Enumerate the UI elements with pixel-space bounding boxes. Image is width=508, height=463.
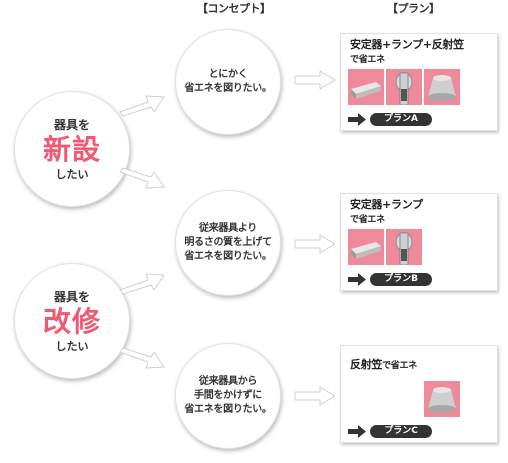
concept-circle-2[interactable]: 従来器具より 明るさの質を上げて 省エネを図りたい。 [175,190,281,296]
plan-b-title-line1: 安定器+ランプ [350,198,423,211]
concept-text-2: 従来器具より 明るさの質を上げて 省エネを図りたい。 [184,223,272,262]
arrow-right-icon [348,113,366,126]
arrow-concept-2-to-plan-b [294,234,336,254]
plan-b-title: 安定器+ランプ で省エネ [350,198,423,227]
plan-b-title-line2: で省エネ [350,215,385,225]
concept-header: 【コンセプト】 [197,2,271,15]
renovation-circle[interactable]: 器具を 改修 したい [14,263,130,379]
arrow-new-to-concept-2 [119,167,165,189]
renovation-big-text: 改修 [42,304,101,338]
arrow-right-icon [348,425,366,438]
concept-circle-3[interactable]: 従来器具から 手間をかけずに 省エネを図りたい。 [175,343,281,449]
arrow-concept-1-to-plan-a [294,70,336,90]
new-install-big-text: 新設 [42,132,101,166]
plan-c-title-line1: 反射笠 [350,358,383,371]
plan-a-title-line2: で省エネ [350,55,385,65]
arrow-concept-3-to-plan-c [294,386,336,406]
reflector-photo-icon [424,69,460,105]
arrow-new-to-concept-1 [119,95,165,117]
concept-circle-1[interactable]: とにかく 省エネを図りたい。 [175,29,281,135]
plan-b-button[interactable]: プランB [370,273,432,286]
plan-c-title-line2: で省エネ [382,361,417,371]
lamp-photo-icon [386,229,422,265]
plan-header: 【プラン】 [387,2,440,15]
concept-text-3: 従来器具から 手間をかけずに 省エネを図りたい。 [184,376,272,415]
plan-b-card[interactable]: 安定器+ランプ で省エネ プランB [340,193,498,291]
arrow-renovate-to-concept-3 [119,347,165,369]
plan-c-title: 反射笠で省エネ [350,358,417,373]
arrow-right-icon [348,273,366,286]
plan-a-button[interactable]: プランA [370,113,432,126]
new-install-top-text: 器具を [53,117,90,132]
plan-c-card[interactable]: 反射笠で省エネ プランC [340,345,498,443]
ballast-photo-icon [348,229,384,265]
new-install-circle[interactable]: 器具を 新設 したい [14,91,130,207]
ballast-photo-icon [348,69,384,105]
plan-a-title: 安定器+ランプ+反射笠 で省エネ [350,38,464,67]
concept-text-1: とにかく 省エネを図りたい。 [184,69,272,94]
renovation-top-text: 器具を [53,289,90,304]
reflector-photo-icon [424,381,460,417]
plan-a-title-line1: 安定器+ランプ+反射笠 [350,38,464,51]
plan-c-button[interactable]: プランC [370,425,432,438]
arrow-renovate-to-concept-2 [119,273,165,295]
renovation-bottom-text: したい [55,339,89,353]
plan-a-card[interactable]: 安定器+ランプ+反射笠 で省エネ プランA [340,33,498,131]
lamp-photo-icon [386,69,422,105]
new-install-bottom-text: したい [55,167,89,181]
